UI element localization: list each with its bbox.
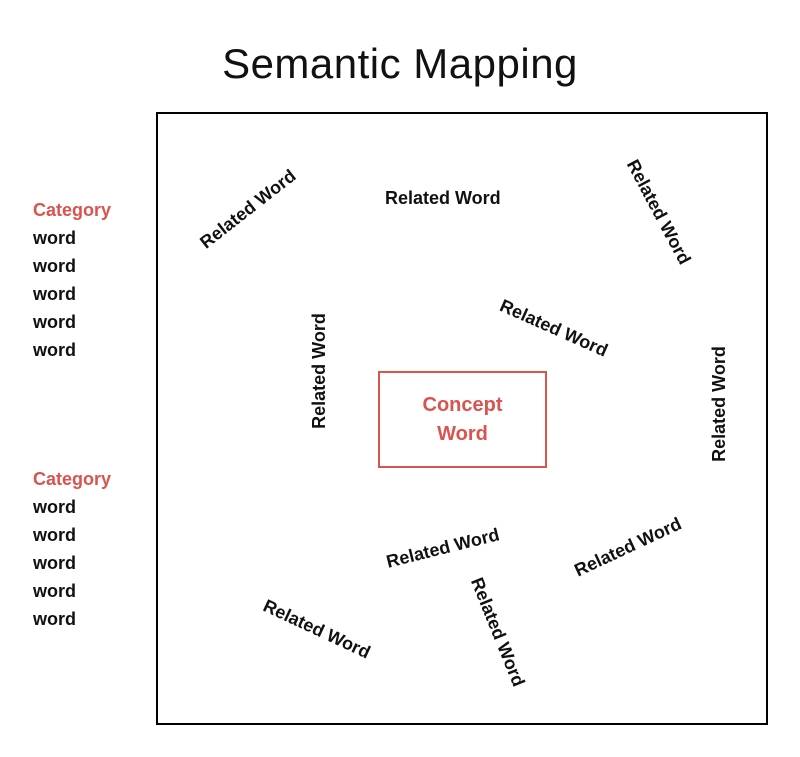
category-label: Category xyxy=(33,200,112,220)
category-word: word xyxy=(33,340,76,360)
diagram-title: Semantic Mapping xyxy=(222,40,578,87)
category-word: word xyxy=(33,497,76,517)
related-word: Related Word xyxy=(308,313,329,429)
concept-box: Concept Word xyxy=(378,371,547,468)
category-word: word xyxy=(33,553,76,573)
category-word: word xyxy=(33,609,76,629)
category-word: word xyxy=(33,581,76,601)
mapping-frame xyxy=(156,112,768,725)
category-word: word xyxy=(33,228,76,248)
category-list: Category word word word word word xyxy=(33,196,111,364)
category-label: Category xyxy=(33,469,112,489)
category-word: word xyxy=(33,256,76,276)
related-word: Related Word xyxy=(385,188,501,208)
concept-label: Concept Word xyxy=(422,393,503,445)
category-word: word xyxy=(33,284,76,304)
category-word: word xyxy=(33,312,76,332)
category-word: word xyxy=(33,525,76,545)
category-list: Category word word word word word xyxy=(33,465,111,633)
related-word: Related Word xyxy=(708,346,729,462)
